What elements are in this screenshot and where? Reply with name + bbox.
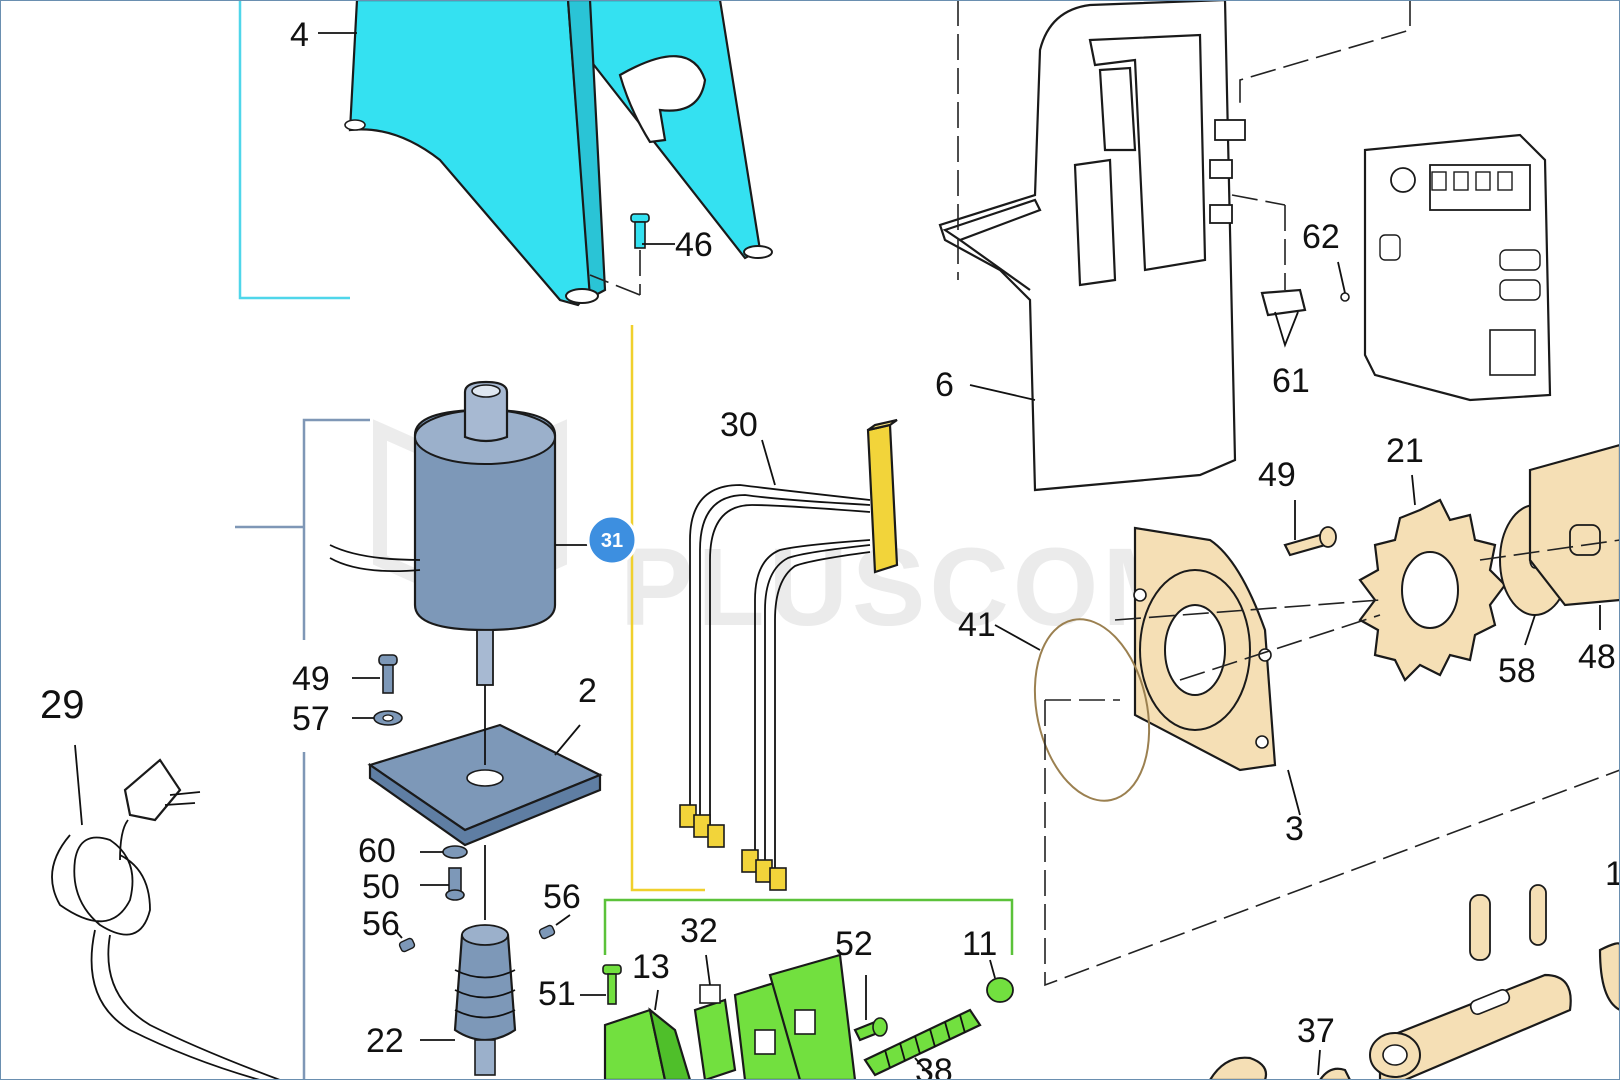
shaft-37 <box>1208 884 1620 1080</box>
callout-56-left: 56 <box>362 905 400 943</box>
callout-22: 22 <box>366 1022 404 1060</box>
bracket-48 <box>1528 443 1620 630</box>
screw-52 <box>853 975 888 1042</box>
callout-13: 13 <box>632 948 670 986</box>
callout-37: 37 <box>1297 1012 1335 1050</box>
callout-30: 30 <box>720 406 758 444</box>
watermark: PLUSCOM <box>373 419 1198 649</box>
set-screw-56 <box>394 914 571 953</box>
callout-50: 50 <box>362 868 400 906</box>
screw-46 <box>589 213 650 296</box>
leader-lines <box>318 32 1041 719</box>
callout-41: 41 <box>958 606 996 644</box>
callout-49-right: 49 <box>1258 456 1296 494</box>
circuit-boards-32 <box>693 953 857 1080</box>
power-cable-29 <box>51 744 281 1080</box>
o-ring-41 <box>1033 618 1151 802</box>
callout-21: 21 <box>1386 432 1424 470</box>
cover-part <box>344 0 773 307</box>
bolt-11 <box>986 959 1014 1003</box>
watermark-text: PLUSCOM <box>620 526 1198 649</box>
callout-48: 48 <box>1578 638 1616 676</box>
wiring-group-bracket <box>630 325 705 892</box>
callout-56-right: 56 <box>543 878 581 916</box>
callout-4: 4 <box>290 16 309 54</box>
callout-49-left: 49 <box>292 660 330 698</box>
callout-11: 11 <box>962 925 997 963</box>
washer-60 <box>420 845 468 859</box>
bolt-49-right <box>1283 500 1337 557</box>
housing-part <box>938 0 1411 492</box>
callout-6: 6 <box>935 366 954 404</box>
callout-29: 29 <box>40 683 85 727</box>
screw-50 <box>420 867 465 901</box>
callout-3: 3 <box>1285 810 1304 848</box>
callout-labels: 4 46 6 62 61 30 49 21 41 58 48 3 29 49 5… <box>40 16 1620 1080</box>
callout-61: 61 <box>1272 362 1310 400</box>
callout-52: 52 <box>835 925 873 963</box>
callout-2: 2 <box>578 672 597 710</box>
callout-32: 32 <box>680 912 718 950</box>
flange-plate-3 <box>1033 526 1301 816</box>
worm-22 <box>420 845 517 1076</box>
motor-31 <box>329 380 590 686</box>
callout-58: 58 <box>1498 652 1536 690</box>
microswitch-61 <box>1231 194 1350 348</box>
callout-51: 51 <box>538 975 576 1013</box>
callout-38: 38 <box>915 1052 953 1080</box>
callout-57: 57 <box>292 700 330 738</box>
wiring-harness-30 <box>679 418 899 891</box>
spring-38 <box>863 1008 982 1077</box>
board-group-bracket <box>603 898 1014 955</box>
callout-badge-31[interactable]: 31 <box>586 514 638 566</box>
badge-label: 31 <box>601 530 623 552</box>
axis-lines-right <box>1044 539 1620 987</box>
callout-62: 62 <box>1302 218 1340 256</box>
motor-group-bracket <box>235 418 370 1080</box>
screw-51 <box>580 964 622 1005</box>
mounting-plate-2 <box>367 685 603 847</box>
cover-group-bracket <box>238 0 350 300</box>
callout-46: 46 <box>675 226 713 264</box>
callout-1: 1 <box>1605 855 1620 893</box>
bolt-49-left <box>373 654 403 726</box>
callout-60: 60 <box>358 832 396 870</box>
gear-21 <box>1358 474 1507 682</box>
control-box-part <box>1363 133 1552 402</box>
terminal-block-13 <box>603 989 692 1080</box>
